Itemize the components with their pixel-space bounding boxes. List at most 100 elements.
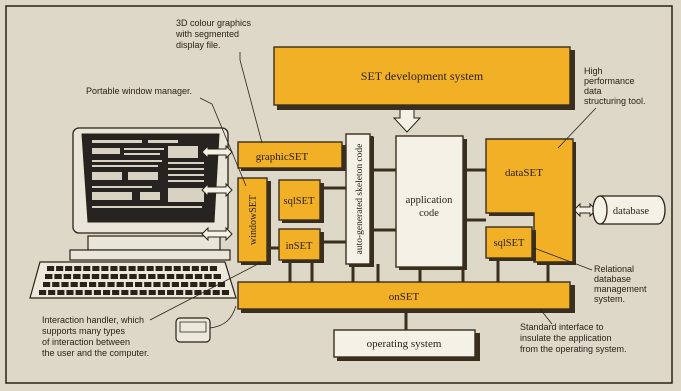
keyboard-key bbox=[121, 290, 128, 295]
keyboard-key bbox=[48, 290, 55, 295]
keyboard-key bbox=[85, 290, 92, 295]
keyboard-key bbox=[213, 290, 220, 295]
keyboard-key bbox=[120, 274, 127, 279]
keyboard-key bbox=[119, 266, 126, 271]
inset-label: inSET bbox=[286, 241, 313, 252]
application-code-line2: code bbox=[419, 208, 439, 219]
keyboard-key bbox=[54, 274, 61, 279]
interaction-note-line3: of interaction between bbox=[42, 337, 130, 347]
keyboard-key bbox=[80, 282, 87, 287]
interaction-note-line1: Interaction handler, which bbox=[42, 315, 144, 325]
application-code-line1: application bbox=[406, 195, 453, 206]
keyboard-key bbox=[74, 266, 81, 271]
dev-system-label: SET development system bbox=[361, 69, 484, 83]
keyboard-key bbox=[144, 282, 151, 287]
relational-note-line3: management bbox=[594, 284, 647, 294]
keyboard-key bbox=[61, 282, 68, 287]
keyboard-key bbox=[185, 290, 192, 295]
keyboard-key bbox=[52, 282, 59, 287]
keyboard-key bbox=[98, 282, 105, 287]
keyboard-key bbox=[176, 274, 183, 279]
graphics-note-line3: display file. bbox=[176, 40, 221, 50]
keyboard-key bbox=[139, 274, 146, 279]
keyboard-key bbox=[181, 282, 188, 287]
keyboard-key bbox=[112, 290, 119, 295]
window-note-line1: Portable window manager. bbox=[86, 86, 192, 96]
interaction-note-line4: the user and the computer. bbox=[42, 348, 149, 358]
keyboard-key bbox=[83, 266, 90, 271]
keyboard-key bbox=[192, 266, 199, 271]
keyboard-key bbox=[126, 282, 133, 287]
keyboard-key bbox=[57, 290, 64, 295]
datastruct-note-line4: structuring tool. bbox=[584, 96, 646, 106]
keyboard-key bbox=[163, 282, 170, 287]
keyboard-key bbox=[117, 282, 124, 287]
keyboard-key bbox=[83, 274, 90, 279]
keyboard-key bbox=[214, 274, 221, 279]
datastruct-note-line1: High bbox=[584, 66, 603, 76]
annotation-graphics: 3D colour graphics with segmented displa… bbox=[175, 18, 262, 143]
keyboard-key bbox=[167, 274, 174, 279]
keyboard-key bbox=[190, 282, 197, 287]
keyboard-key bbox=[140, 290, 147, 295]
keyboard-key bbox=[71, 282, 78, 287]
keyboard-key bbox=[76, 290, 83, 295]
keyboard-key bbox=[135, 282, 142, 287]
dataset-label: dataSET bbox=[505, 167, 543, 179]
standard-note-line2: insulate the application bbox=[520, 333, 612, 343]
datastruct-note-line3: data bbox=[584, 86, 602, 96]
standard-note-line3: from the operating system. bbox=[520, 344, 627, 354]
sqlset-left-label: sqlSET bbox=[284, 196, 316, 207]
keyboard-key bbox=[92, 274, 99, 279]
keyboard-key bbox=[176, 290, 183, 295]
keyboard-key bbox=[158, 290, 165, 295]
relational-note-line2: database bbox=[594, 274, 631, 284]
skeleton-code-label: auto-generated skeleton code bbox=[355, 144, 365, 255]
keyboard-key bbox=[183, 266, 190, 271]
relational-note-line1: Relational bbox=[594, 264, 634, 274]
keyboard-key bbox=[199, 282, 206, 287]
keyboard-key bbox=[45, 274, 52, 279]
standard-note-line1: Standard interface to bbox=[520, 322, 604, 332]
keyboard-key bbox=[94, 290, 101, 295]
keyboard-key bbox=[153, 282, 160, 287]
database-label: database bbox=[613, 206, 649, 217]
keyboard-key bbox=[165, 266, 172, 271]
graphics-note-line1: 3D colour graphics bbox=[176, 18, 252, 28]
keyboard-key bbox=[66, 290, 73, 295]
keyboard-key bbox=[73, 274, 80, 279]
sqlset-right-label: sqlSET bbox=[494, 238, 526, 249]
relational-note-line4: system. bbox=[594, 294, 625, 304]
keyboard-key bbox=[138, 266, 145, 271]
database-cylinder: database bbox=[593, 196, 665, 224]
keyboard-key bbox=[101, 266, 108, 271]
keyboard-key bbox=[56, 266, 63, 271]
keyboard-key bbox=[186, 274, 193, 279]
keyboard-key bbox=[64, 274, 71, 279]
os-label: operating system bbox=[367, 338, 442, 350]
interaction-note-line2: supports many types bbox=[42, 326, 126, 336]
graphicset-label: graphicSET bbox=[256, 151, 309, 163]
keyboard-key bbox=[107, 282, 114, 287]
keyboard-key bbox=[129, 266, 136, 271]
keyboard-key bbox=[47, 266, 54, 271]
keyboard-key bbox=[147, 266, 154, 271]
annotation-standard: Standard interface to insulate the appli… bbox=[520, 309, 627, 354]
keyboard-key bbox=[157, 274, 164, 279]
onset-label: onSET bbox=[389, 291, 420, 303]
keyboard-key bbox=[204, 274, 211, 279]
keyboard-key bbox=[149, 290, 156, 295]
keyboard-key bbox=[39, 290, 46, 295]
windowset-label: windowSET bbox=[248, 195, 259, 245]
keyboard-key bbox=[103, 290, 110, 295]
keyboard-key bbox=[101, 274, 108, 279]
keyboard-key bbox=[110, 266, 117, 271]
keyboard-key bbox=[148, 274, 155, 279]
keyboard-key bbox=[201, 266, 208, 271]
keyboard-key bbox=[129, 274, 136, 279]
keyboard-key bbox=[195, 274, 202, 279]
keyboard-key bbox=[65, 266, 72, 271]
keyboard-key bbox=[130, 290, 137, 295]
keyboard-key bbox=[89, 282, 96, 287]
